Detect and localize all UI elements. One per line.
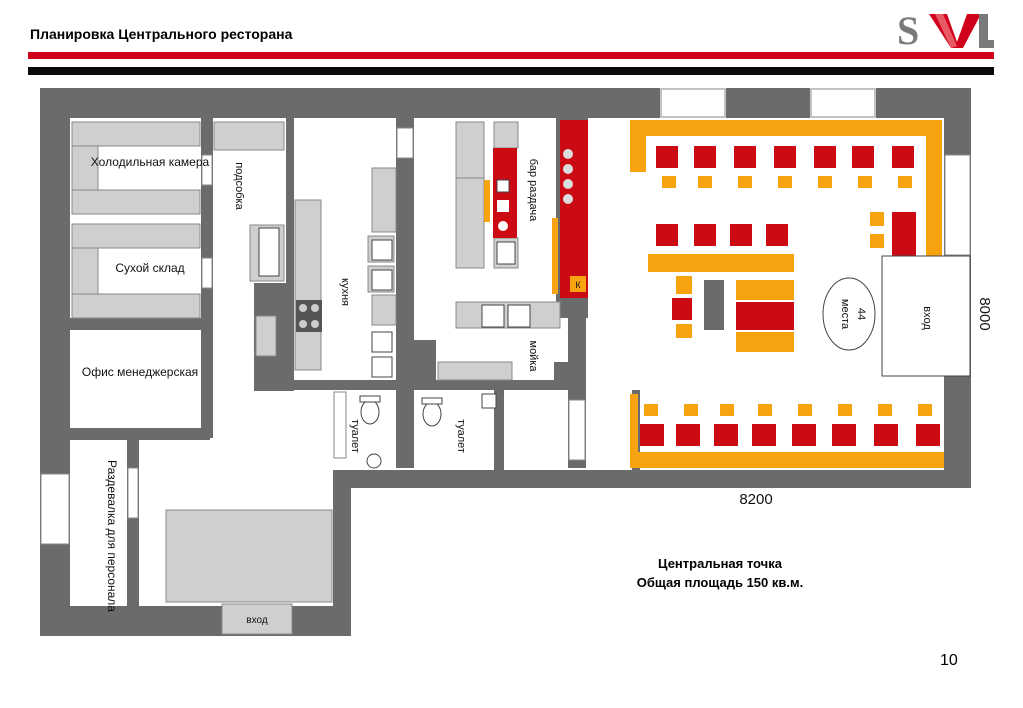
caption-line-2: Общая площадь 150 кв.м.: [636, 575, 804, 590]
svl-logo: S: [897, 8, 994, 50]
main-entrance-box: [881, 255, 971, 377]
windows: [40, 88, 971, 545]
dimension-width: 8200: [739, 491, 772, 508]
prep-room-label: подсобка: [233, 162, 245, 210]
staff-entrance-box: [221, 603, 293, 635]
svg-text:S: S: [897, 8, 919, 50]
bar-counter: К: [484, 120, 588, 298]
toilet-1-label: туалет: [349, 419, 361, 453]
bar-mark: К: [575, 280, 581, 290]
sinks: [258, 227, 531, 409]
main-entrance-label: вход: [921, 306, 933, 330]
dimension-height: 8000: [976, 297, 993, 330]
black-rule: [28, 67, 994, 75]
seats-oval: [822, 277, 876, 351]
kitchen-label: кухня: [339, 278, 351, 306]
red-rule: [28, 52, 994, 59]
page-title: Планировка Центрального ресторана: [30, 26, 293, 42]
red-tables: [640, 146, 940, 446]
dry-storage-label: Сухой склад: [115, 261, 184, 275]
cold-room-label: Холодильная камера: [91, 155, 210, 169]
toilet-2-label: туалет: [455, 419, 467, 453]
washing-label: мойка: [527, 341, 539, 373]
orange-benches: [630, 120, 944, 468]
dark-fixtures: [398, 280, 724, 390]
toilets: [333, 391, 443, 469]
caption-line-1: Центральная точка: [658, 556, 782, 571]
office-label: Офис менеджерская: [82, 365, 198, 379]
seats-label: места: [839, 299, 851, 330]
orange-chairs-top: [662, 176, 912, 188]
seats-count-label: 44: [855, 308, 867, 320]
staff-locker-label: Раздевалка для персонала: [105, 460, 119, 612]
orange-chairs-bottom: [644, 404, 932, 416]
walls: [40, 88, 971, 636]
stove: [296, 300, 322, 332]
bar-label: бар раздача: [527, 159, 539, 222]
staff-entrance-label: вход: [246, 615, 268, 626]
orange-chair-side: [676, 276, 692, 294]
page-number: 10: [940, 652, 958, 669]
